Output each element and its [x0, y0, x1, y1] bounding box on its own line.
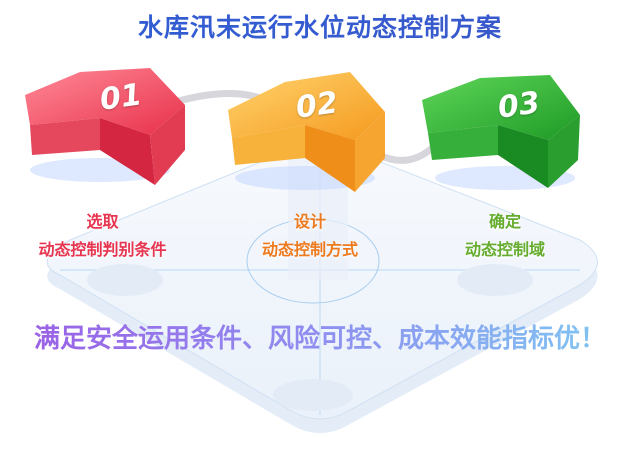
step-label-01-line2: 动态控制判别条件	[38, 240, 167, 259]
step-label-02: 设计 动态控制方式	[230, 208, 390, 264]
step-label-03-line1: 确定	[488, 212, 521, 231]
page-title: 水库汛末运行水位动态控制方案	[0, 8, 640, 44]
step-label-01: 选取 动态控制判别条件	[10, 208, 195, 264]
step-number-03: 03	[495, 85, 542, 126]
step-block-01	[25, 68, 185, 185]
pedestal-left	[87, 264, 163, 296]
platform-top	[46, 143, 598, 420]
step-label-02-line1: 设计	[293, 212, 326, 231]
step-block-02	[228, 72, 385, 192]
step-label-01-line1: 选取	[86, 212, 119, 231]
step-number-02: 02	[293, 85, 340, 126]
pedestal-bottom	[273, 379, 353, 411]
step-label-03: 确定 动态控制域	[440, 208, 570, 264]
step-block-03	[422, 75, 580, 190]
step-label-02-line2: 动态控制方式	[261, 240, 358, 259]
step-number-01: 01	[97, 77, 144, 118]
slogan: 满足安全运用条件、风险可控、成本效能指标优！	[0, 318, 640, 355]
step-label-03-line2: 动态控制域	[464, 240, 545, 259]
pedestal-right	[457, 264, 533, 296]
